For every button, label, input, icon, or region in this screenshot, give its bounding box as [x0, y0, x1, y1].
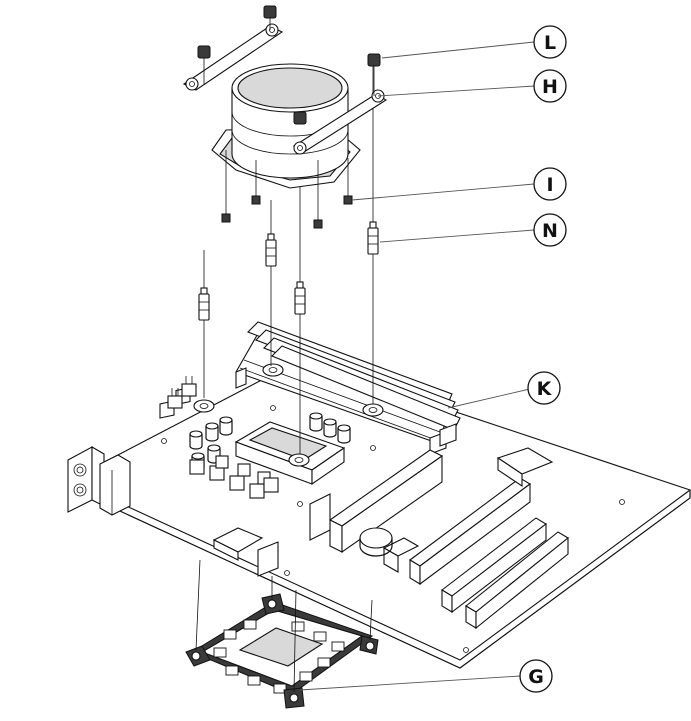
vrm-chips	[159, 386, 279, 499]
callout-g: G	[519, 659, 553, 693]
callout-h: H	[533, 69, 567, 103]
callout-k: K	[527, 371, 561, 405]
backplate-guide-lines	[195, 559, 373, 693]
mounting-bracket-left	[182, 23, 284, 91]
callout-g-label: G	[528, 666, 544, 688]
pcie-slots	[328, 447, 569, 630]
leader-lines	[299, 41, 535, 691]
callout-n: N	[533, 213, 567, 247]
callout-i: I	[533, 167, 567, 201]
cpu-socket	[234, 421, 346, 486]
board-standoffs	[193, 363, 384, 467]
callout-i-label: I	[546, 174, 553, 196]
ram-modules	[235, 321, 461, 455]
thumb-nuts	[197, 5, 381, 125]
misc-components	[212, 493, 420, 577]
io-ports	[67, 446, 131, 516]
pump-head	[211, 63, 361, 229]
callout-h-label: H	[542, 76, 558, 98]
callout-n-label: N	[542, 220, 558, 242]
backplate	[185, 593, 379, 709]
callout-l: L	[533, 25, 567, 59]
callout-k-label: K	[537, 378, 553, 400]
callout-l-label: L	[544, 32, 556, 54]
fan-header	[167, 376, 197, 409]
